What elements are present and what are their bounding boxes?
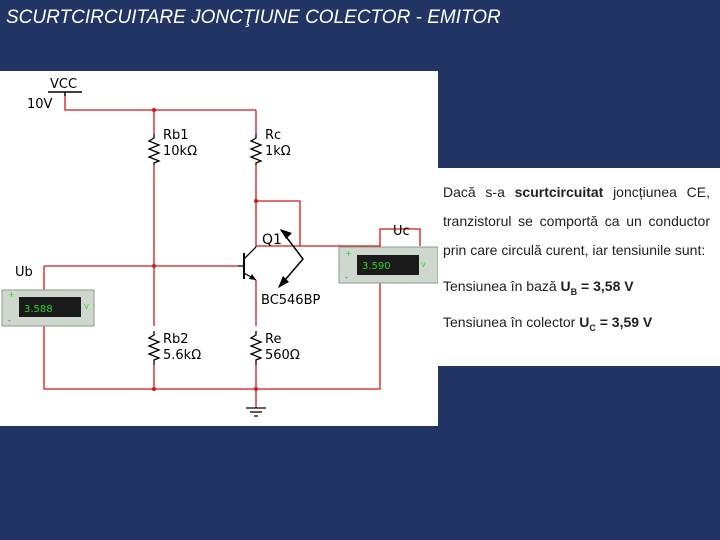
collector-voltage-line: Tensiunea în colector UC = 3,59 V bbox=[443, 313, 710, 337]
rb2-value: 5.6kΩ bbox=[163, 348, 201, 363]
collector-voltage-subscript: C bbox=[589, 322, 596, 333]
base-voltage-subscript: B bbox=[570, 286, 578, 297]
explanation-box: Dacă s-a scurtcircuitat joncțiunea CE, t… bbox=[438, 168, 720, 366]
explanation-paragraph: Dacă s-a scurtcircuitat joncțiunea CE, t… bbox=[443, 178, 710, 265]
short-circuit-zigzag bbox=[278, 229, 304, 288]
base-voltage-symbol: U bbox=[560, 278, 571, 294]
para-bold: scurtcircuitat bbox=[514, 184, 604, 200]
slide-title: SCURTCIRCUITARE JONCŢIUNE COLECTOR - EMI… bbox=[6, 7, 501, 28]
resistor-rb1: Rb1 10kΩ bbox=[147, 128, 197, 165]
rb1-value: 10kΩ bbox=[163, 144, 197, 159]
svg-text:-: - bbox=[345, 273, 348, 282]
rc-name: Rc bbox=[265, 128, 281, 143]
re-name: Re bbox=[265, 332, 281, 347]
vcc-value: 10V bbox=[27, 97, 53, 112]
vcc-label: VCC bbox=[50, 77, 77, 92]
rb2-name: Rb2 bbox=[163, 332, 189, 347]
resistor-rb2: Rb2 5.6kΩ bbox=[147, 331, 201, 365]
rc-value: 1kΩ bbox=[265, 144, 291, 159]
collector-voltage-value: = 3,59 V bbox=[595, 313, 653, 330]
svg-text:+: + bbox=[8, 290, 15, 299]
resistor-rc: Rc 1kΩ bbox=[249, 128, 291, 165]
svg-text:-: - bbox=[8, 316, 11, 325]
voltmeter-ub: Ub 3.588 V + - bbox=[1, 265, 95, 327]
ground-symbol bbox=[246, 407, 266, 417]
svg-text:+: + bbox=[345, 249, 352, 258]
base-voltage-line: Tensiunea în bază UB = 3,58 V bbox=[443, 277, 710, 301]
junction-dots bbox=[152, 108, 258, 391]
base-voltage-value: = 3,58 V bbox=[577, 278, 634, 294]
re-value: 560Ω bbox=[265, 348, 300, 363]
para-text-2: joncțiunea CE, tranzistorul se comportă … bbox=[443, 184, 710, 258]
rb1-name: Rb1 bbox=[163, 128, 189, 143]
transistor-model: BC546BP bbox=[261, 293, 320, 308]
ub-unit: V bbox=[84, 303, 89, 311]
collector-voltage-label: Tensiunea în colector bbox=[443, 313, 580, 330]
uc-unit: V bbox=[421, 261, 426, 269]
resistor-re: Re 560Ω bbox=[249, 331, 300, 365]
ub-label: Ub bbox=[15, 265, 33, 280]
ub-reading: 3.588 bbox=[24, 304, 53, 315]
collector-voltage-symbol: U bbox=[579, 313, 590, 330]
voltmeter-uc: Uc 3.590 V + - bbox=[338, 224, 438, 284]
vcc-symbol: VCC 10V bbox=[27, 77, 82, 112]
para-text-1: Dacă s-a bbox=[443, 184, 515, 200]
transistor-q1: Q1 BC546BP bbox=[238, 232, 320, 308]
uc-label: Uc bbox=[393, 224, 410, 239]
circuit-diagram: VCC 10V Rb1 bbox=[0, 71, 438, 426]
base-voltage-label: Tensiunea în bază bbox=[443, 278, 561, 294]
uc-reading: 3.590 bbox=[362, 261, 391, 272]
transistor-name: Q1 bbox=[262, 232, 282, 248]
